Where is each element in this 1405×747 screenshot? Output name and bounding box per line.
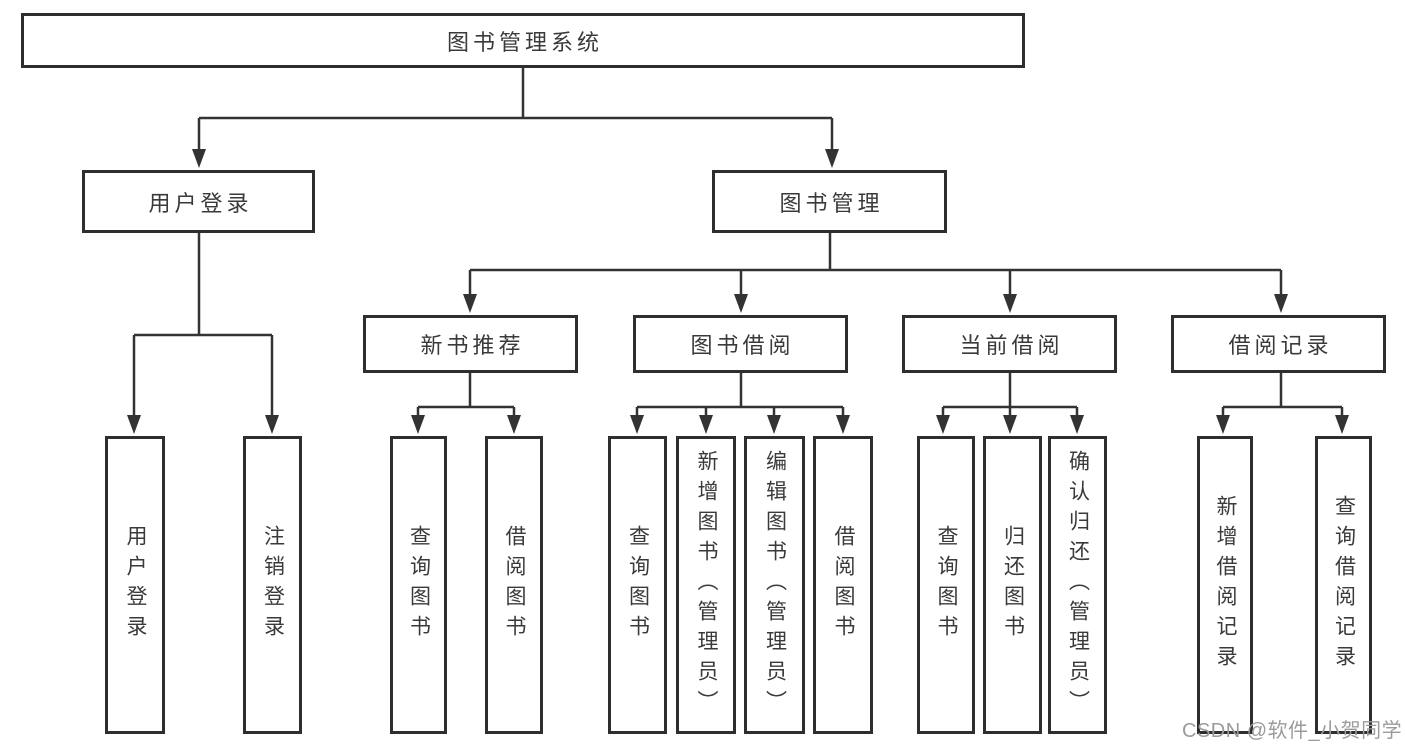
node-borrow-records-label: 借阅记录 bbox=[1228, 333, 1333, 358]
leaf-logout-label: 注销登录 bbox=[261, 525, 285, 645]
leaf-logout: 注销登录 bbox=[243, 436, 302, 734]
leaf-return-books: 归还图书 bbox=[983, 436, 1042, 734]
leaf-borrow-books-2-label: 借阅图书 bbox=[832, 525, 855, 645]
leaf-confirm-return-admin: 确认归还（管理员） bbox=[1048, 436, 1107, 734]
leaf-confirm-return-admin-label: 确认归还（管理员） bbox=[1066, 450, 1090, 720]
leaf-add-books-admin-label: 新增图书（管理员） bbox=[695, 450, 718, 720]
node-user-login-label: 用户登录 bbox=[148, 190, 253, 216]
leaf-borrow-books-2: 借阅图书 bbox=[813, 436, 873, 734]
leaf-add-books-admin: 新增图书（管理员） bbox=[676, 436, 736, 734]
watermark: CSDN @软件_小贺同学 bbox=[1182, 720, 1403, 742]
node-user-login: 用户登录 bbox=[82, 170, 315, 233]
node-borrow-records: 借阅记录 bbox=[1171, 315, 1386, 373]
leaf-edit-books-admin: 编辑图书（管理员） bbox=[744, 436, 805, 734]
node-root: 图书管理系统 bbox=[21, 13, 1025, 68]
node-current-borrow: 当前借阅 bbox=[902, 315, 1117, 373]
node-book-management-label: 图书管理 bbox=[779, 190, 884, 216]
leaf-query-books-1: 查询图书 bbox=[390, 436, 447, 734]
leaf-query-books-2-label: 查询图书 bbox=[626, 525, 650, 645]
node-new-book-recommend: 新书推荐 bbox=[363, 315, 578, 373]
leaf-edit-books-admin-label: 编辑图书（管理员） bbox=[763, 450, 787, 720]
leaf-query-books-3: 查询图书 bbox=[917, 436, 975, 734]
node-root-label: 图书管理系统 bbox=[446, 29, 603, 55]
node-book-borrow-label: 图书借阅 bbox=[690, 333, 795, 358]
leaf-add-borrow-record: 新增借阅记录 bbox=[1197, 436, 1253, 734]
node-new-book-recommend-label: 新书推荐 bbox=[420, 333, 525, 358]
leaf-query-borrow-record: 查询借阅记录 bbox=[1315, 436, 1372, 734]
leaf-query-books-1-label: 查询图书 bbox=[407, 525, 431, 645]
leaf-user-login-label: 用户登录 bbox=[124, 525, 147, 645]
leaf-return-books-label: 归还图书 bbox=[1001, 525, 1025, 645]
leaf-borrow-books-1: 借阅图书 bbox=[485, 436, 543, 734]
leaf-borrow-books-1-label: 借阅图书 bbox=[503, 525, 526, 645]
node-current-borrow-label: 当前借阅 bbox=[959, 333, 1064, 358]
leaf-query-borrow-record-label: 查询借阅记录 bbox=[1332, 495, 1356, 675]
node-book-borrow: 图书借阅 bbox=[633, 315, 848, 373]
node-book-management: 图书管理 bbox=[712, 170, 947, 233]
leaf-query-books-2: 查询图书 bbox=[608, 436, 667, 734]
arrowheads bbox=[127, 149, 1349, 434]
leaf-user-login: 用户登录 bbox=[105, 436, 165, 734]
leaf-query-books-3-label: 查询图书 bbox=[935, 525, 958, 645]
leaf-add-borrow-record-label: 新增借阅记录 bbox=[1214, 495, 1237, 675]
